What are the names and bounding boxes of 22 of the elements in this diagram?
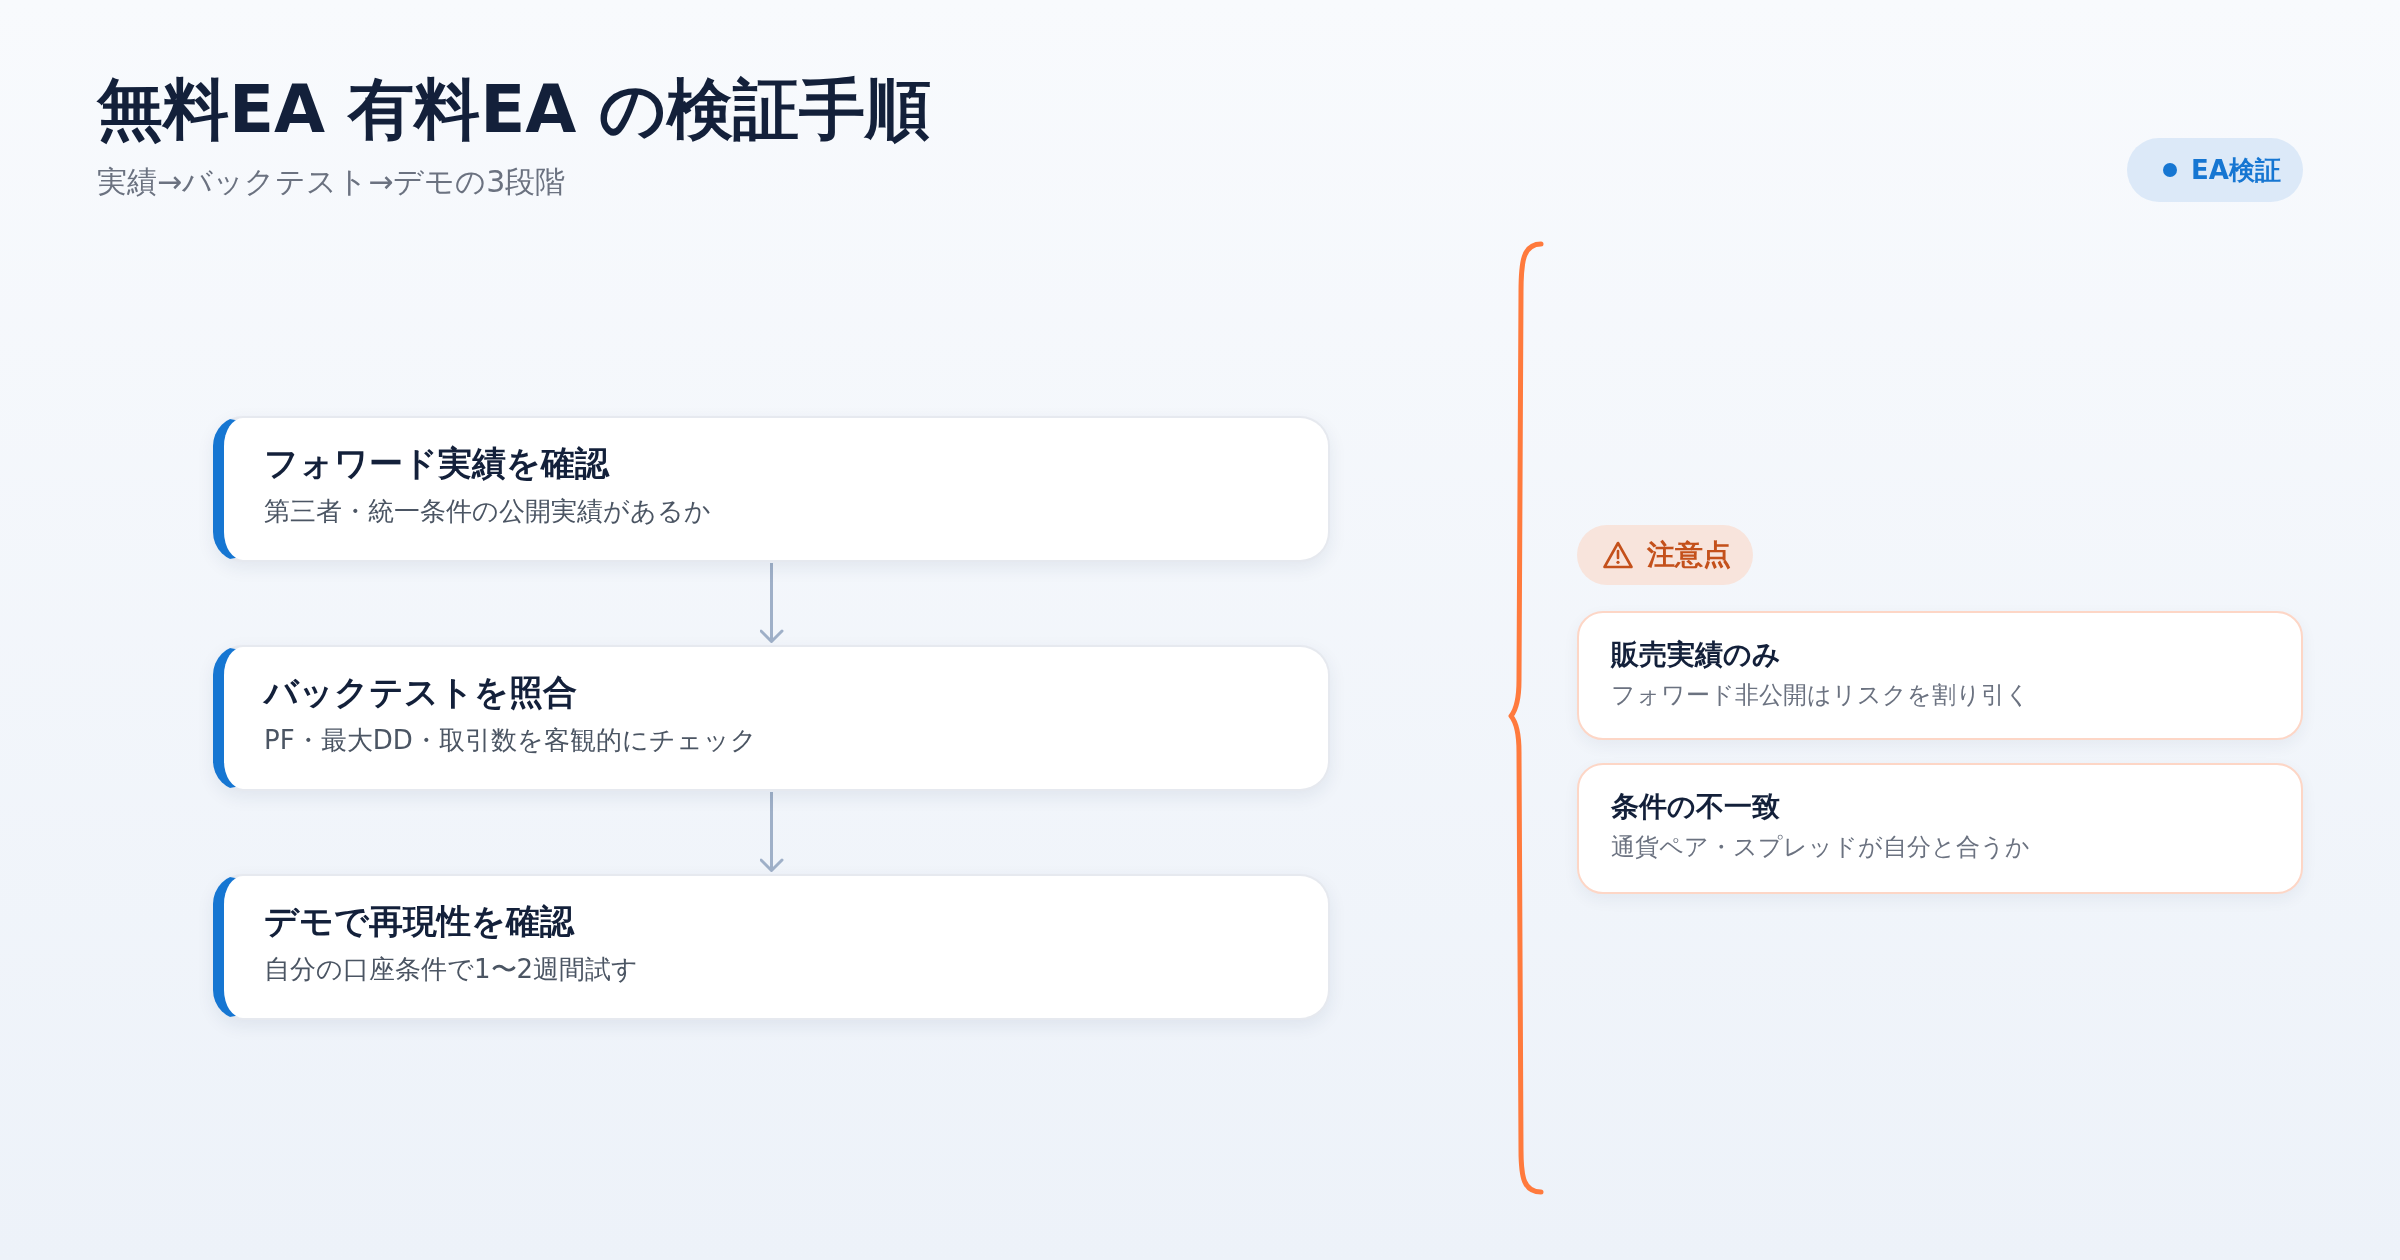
step-description: PF・最大DD・取引数を客観的にチェック bbox=[264, 724, 757, 757]
subtitle: 実績→バックテスト→デモの3段階 bbox=[97, 163, 566, 201]
diagram-title: 無料EA 有料EA の検証手順 bbox=[97, 70, 932, 150]
warning-card bbox=[1577, 611, 2303, 740]
step-description: 第三者・統一条件の公開実績があるか bbox=[264, 495, 711, 528]
tag-label: EA検証 bbox=[2191, 154, 2281, 186]
step-title: デモで再現性を確認 bbox=[264, 900, 574, 943]
step-title: フォワード実績を確認 bbox=[264, 442, 609, 485]
step-title: バックテストを照合 bbox=[264, 671, 577, 714]
arrow bbox=[759, 792, 784, 872]
arrow bbox=[759, 563, 784, 643]
step-description: 自分の口座条件で1〜2週間試す bbox=[264, 953, 639, 986]
step-card bbox=[213, 874, 1330, 1020]
step-card bbox=[213, 416, 1330, 562]
card-description: フォワード非公開はリスクを割り引く bbox=[1611, 680, 2030, 711]
card-description: 通貨ペア・スプレッドが自分と合うか bbox=[1611, 832, 2030, 863]
card-title: 条件の不一致 bbox=[1611, 789, 1780, 825]
step-card bbox=[213, 645, 1330, 791]
tag-label: 注意点 bbox=[1647, 538, 1731, 572]
caution-tag bbox=[1577, 525, 1753, 585]
warning-card bbox=[1577, 763, 2303, 894]
card-title: 販売実績のみ bbox=[1611, 637, 1781, 673]
